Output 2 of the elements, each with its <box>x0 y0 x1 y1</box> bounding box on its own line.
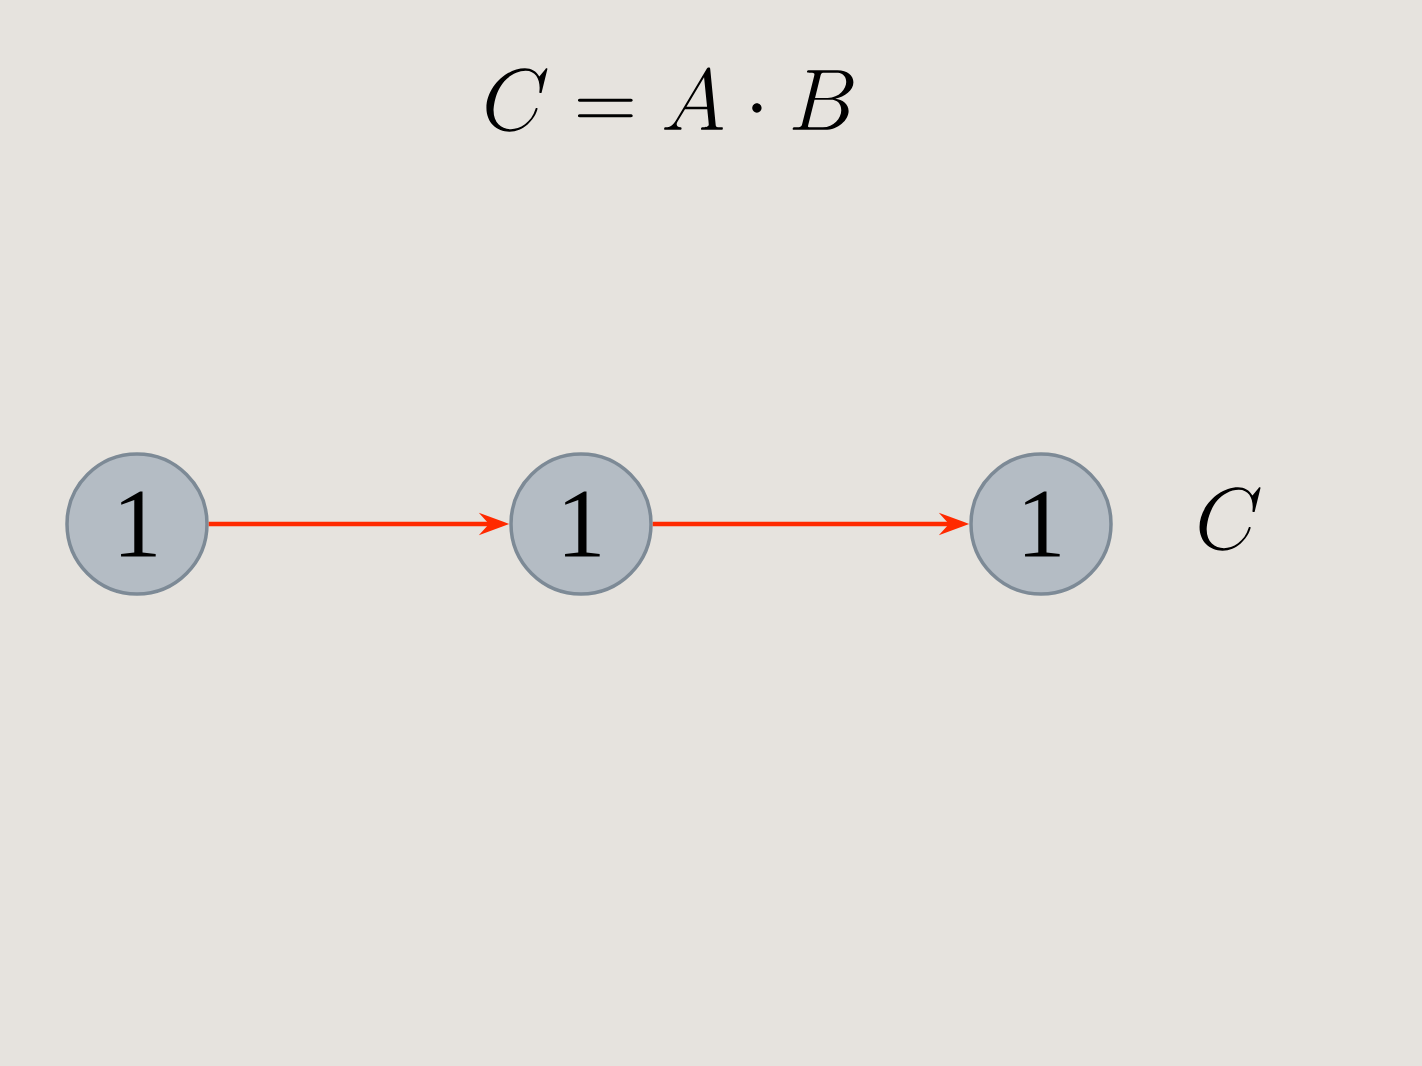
title-formula: $C = A \cdot B$ <box>486 67 854 132</box>
variable-label: $C$ <box>1199 487 1261 551</box>
